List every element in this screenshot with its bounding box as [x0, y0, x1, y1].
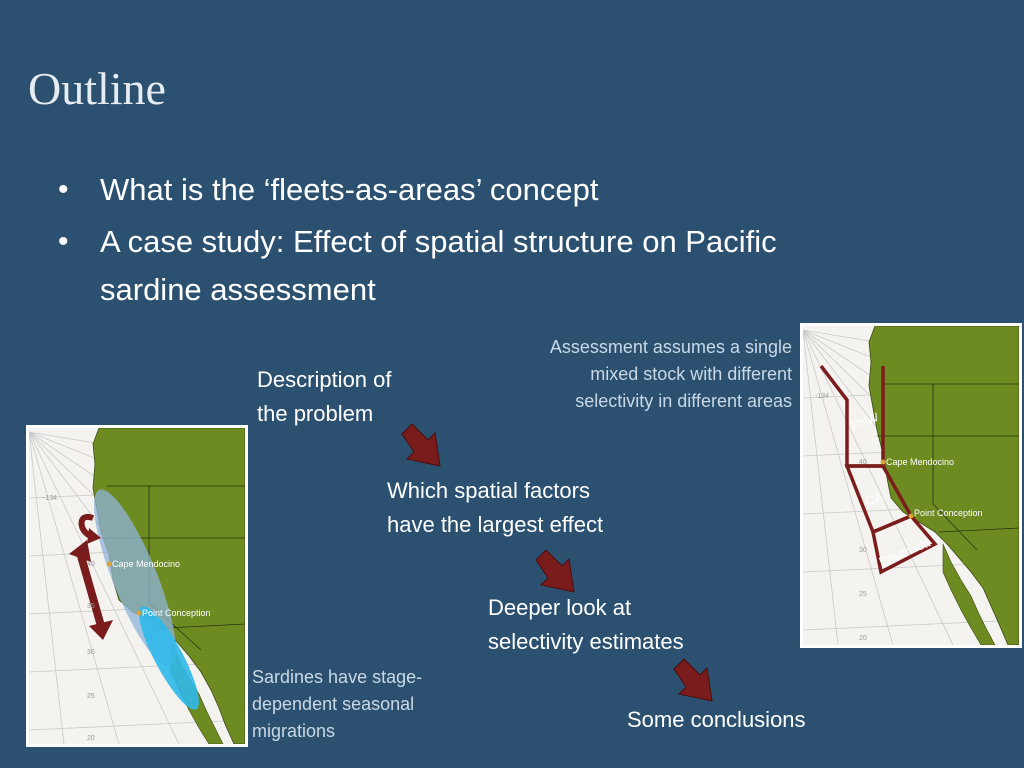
flow-arrow-2-icon [535, 549, 575, 593]
label-lon: -134 [43, 495, 57, 502]
note-right-line3: selectivity in different areas [575, 391, 792, 411]
flow-step-selectivity: Deeper look at selectivity estimates [488, 591, 684, 659]
label-lat-30: 30 [87, 649, 95, 656]
map-fleet-areas: PNW CA Ensenada Cape Mendocino Point Con… [800, 323, 1022, 648]
label-lat-35: 35 [87, 603, 95, 610]
bullet-list: • What is the ‘fleets-as-areas’ concept … [58, 166, 958, 318]
flow-step-selectivity-line2: selectivity estimates [488, 629, 684, 654]
flow-step-conclusions: Some conclusions [627, 707, 806, 732]
note-left-line2: dependent seasonal [252, 694, 415, 714]
flow-step-spatial-line2: have the largest effect [387, 512, 604, 537]
flow-step-description-line2: the problem [257, 401, 374, 426]
flow-arrow-1-icon [401, 423, 441, 467]
label-lat-40: 40 [859, 459, 867, 466]
flow-step-spatial-line1: Which spatial factors [387, 478, 590, 503]
note-right-line2: mixed stock with different [590, 364, 792, 384]
label-lat-40: 40 [87, 561, 95, 568]
flow-step-spatial-factors: Which spatial factors have the largest e… [387, 474, 603, 542]
note-right-line1: Assessment assumes a single [549, 337, 792, 357]
slide-title: Outline [28, 63, 166, 114]
bullet-dot-icon: • [58, 173, 69, 206]
label-lat-30: 30 [859, 547, 867, 554]
map-fleet-areas-svg: PNW CA Ensenada Cape Mendocino Point Con… [803, 326, 1019, 645]
bullet-text: A case study: Effect of spatial structur… [100, 224, 777, 259]
bullet-dot-icon: • [58, 225, 69, 258]
note-sardine-migration: Sardines have stage- dependent seasonal … [252, 664, 452, 745]
region-label-ca: CA [863, 488, 885, 508]
label-lat-20: 20 [87, 735, 95, 742]
bullet-item: • A case study: Effect of spatial struct… [58, 218, 958, 314]
note-assessment-assumption: Assessment assumes a single mixed stock … [510, 334, 792, 415]
label-lon: -134 [815, 393, 829, 400]
label-point-conception: Point Conception [142, 608, 211, 618]
flow-step-selectivity-line1: Deeper look at [488, 595, 632, 620]
label-cape-mendocino: Cape Mendocino [112, 559, 180, 569]
bullet-text: What is the ‘fleets-as-areas’ concept [100, 172, 599, 207]
bullet-item: • What is the ‘fleets-as-areas’ concept [58, 166, 958, 214]
note-left-line1: Sardines have stage- [252, 667, 423, 687]
label-lat-20: 20 [859, 635, 867, 642]
map-migration: Cape Mendocino Point Conception -134 40 … [26, 425, 248, 747]
map-migration-svg: Cape Mendocino Point Conception -134 40 … [29, 428, 245, 744]
flow-arrow-3-icon [673, 658, 713, 702]
label-point-conception: Point Conception [914, 508, 983, 518]
label-cape-mendocino: Cape Mendocino [886, 457, 954, 467]
note-left-line3: migrations [252, 721, 336, 741]
bullet-text-continued: sardine assessment [100, 272, 376, 307]
label-lat-25: 25 [859, 591, 867, 598]
flow-step-description: Description of the problem [257, 363, 392, 431]
label-lat-25: 25 [87, 693, 95, 700]
flow-step-description-line1: Description of [257, 367, 392, 392]
